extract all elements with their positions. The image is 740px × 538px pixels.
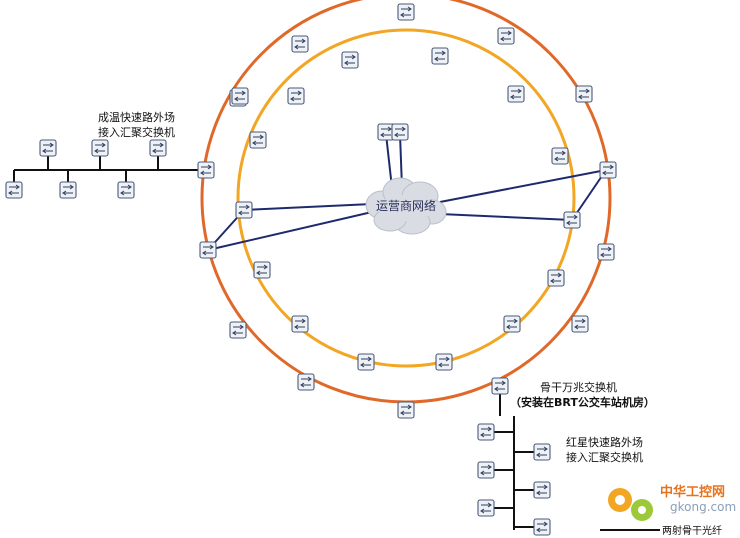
switch-icon [39, 139, 57, 157]
switch-icon [397, 3, 415, 21]
switch-icon [391, 123, 409, 141]
chengwen-label-line2: 接入汇聚交换机 [98, 125, 175, 139]
switch-icon [297, 373, 315, 391]
switch-icon [253, 261, 271, 279]
chengwen-label-line1: 成温快速路外场 [98, 110, 175, 124]
backbone-label-line1: 骨干万兆交换机 [540, 380, 617, 394]
switch-icon [533, 443, 551, 461]
switch-icon [291, 35, 309, 53]
switch-icon [477, 461, 495, 479]
switch-icon [231, 87, 249, 105]
legend: 两射骨干光纤 [600, 524, 722, 537]
switch-icon [435, 353, 453, 371]
switch-icon [599, 161, 617, 179]
switch-icon [477, 499, 495, 517]
switch-icon [533, 481, 551, 499]
watermark-en: gkong.com [670, 500, 736, 514]
switch-icon [507, 85, 525, 103]
hongxing-label-line2: 接入汇聚交换机 [566, 450, 643, 464]
inner-backbone-ring [236, 28, 576, 368]
core-switches [377, 123, 409, 141]
cloud-label: 运营商网络 [376, 198, 436, 213]
switch-icon [357, 353, 375, 371]
switch-icon [597, 243, 615, 261]
switch-icon [497, 27, 515, 45]
switch-icon [571, 315, 589, 333]
switch-icon [431, 47, 449, 65]
switch-icon [575, 85, 593, 103]
backbone-label-line2: （安装在BRT公交车站机房） [510, 395, 655, 409]
switch-icon [291, 315, 309, 333]
hongxing-label-line1: 红星快速路外场 [566, 435, 643, 449]
switch-icon [249, 131, 267, 149]
switch-icon [59, 181, 77, 199]
switch-icon [533, 518, 551, 536]
switch-icon [235, 201, 253, 219]
switch-icon [563, 211, 581, 229]
switch-icon [503, 315, 521, 333]
gkong-watermark: 中华工控网 gkong.com [608, 484, 736, 521]
switch-icon [149, 139, 167, 157]
switch-icon [397, 401, 415, 419]
switch-icon [199, 241, 217, 259]
switch-icon [197, 161, 215, 179]
switch-icon [229, 321, 247, 339]
operator-network-cloud: 运营商网络 [365, 177, 447, 235]
switch-icon [117, 181, 135, 199]
switch-icon [341, 51, 359, 69]
switch-icon [5, 181, 23, 199]
legend-label: 两射骨干光纤 [662, 524, 722, 537]
switch-icon [491, 377, 509, 395]
gear-icon [608, 488, 653, 521]
watermark-cn: 中华工控网 [660, 484, 725, 500]
switch-icon [477, 423, 495, 441]
switch-icon [287, 87, 305, 105]
switch-icon [547, 269, 565, 287]
switch-icon [551, 147, 569, 165]
switch-icon [91, 139, 109, 157]
